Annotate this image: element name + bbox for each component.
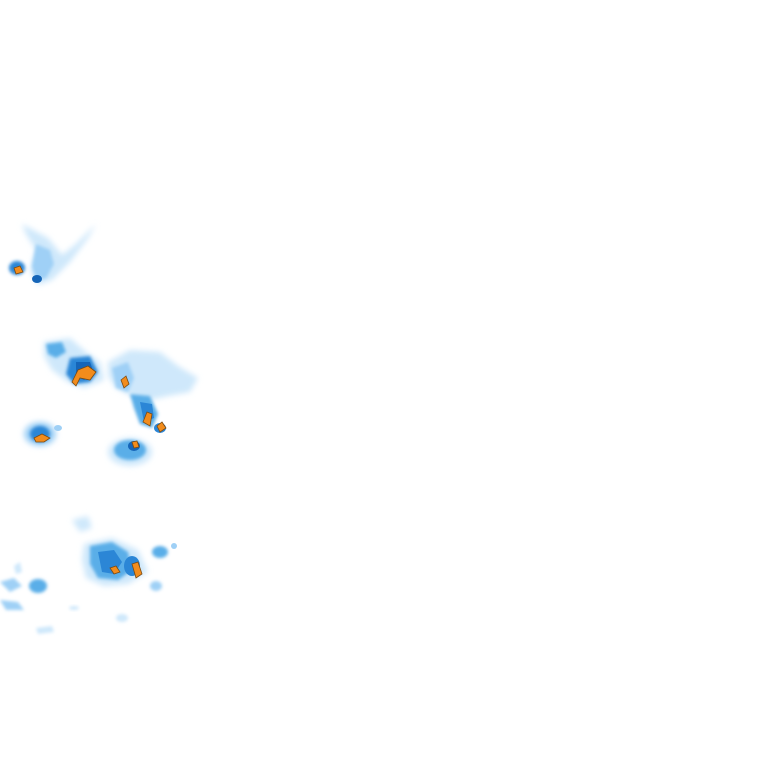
central-east-core-1 [120,375,130,389]
north-cluster [9,224,96,285]
precip-area [69,606,79,610]
precip-area [29,579,47,593]
west-cell [24,422,62,446]
precip-area [150,581,162,591]
precip-area [72,516,92,532]
central-east-core-3 [156,421,167,433]
precip-area [152,546,168,558]
precip-area [171,543,177,549]
south-central-cell [108,438,152,466]
precip-area [0,578,22,592]
west-core [33,433,51,443]
precip-area [22,224,96,285]
central-cluster-west [44,338,104,388]
precip-area [108,350,198,400]
central-east-core-2 [142,411,153,427]
north-core [13,265,24,275]
south-central-core [131,440,140,449]
precip-area [36,626,54,634]
precip-area [54,425,62,431]
precip-area [116,614,128,622]
central-cluster-east [108,350,198,433]
precip-area [14,562,22,574]
south-core-2 [131,561,143,579]
precip-area [32,275,42,283]
precip-area [46,342,66,358]
precip-area [0,600,24,610]
south-cluster [0,516,177,634]
south-core-1 [109,565,121,575]
precip-area [32,244,54,280]
central-west-core [71,365,97,387]
